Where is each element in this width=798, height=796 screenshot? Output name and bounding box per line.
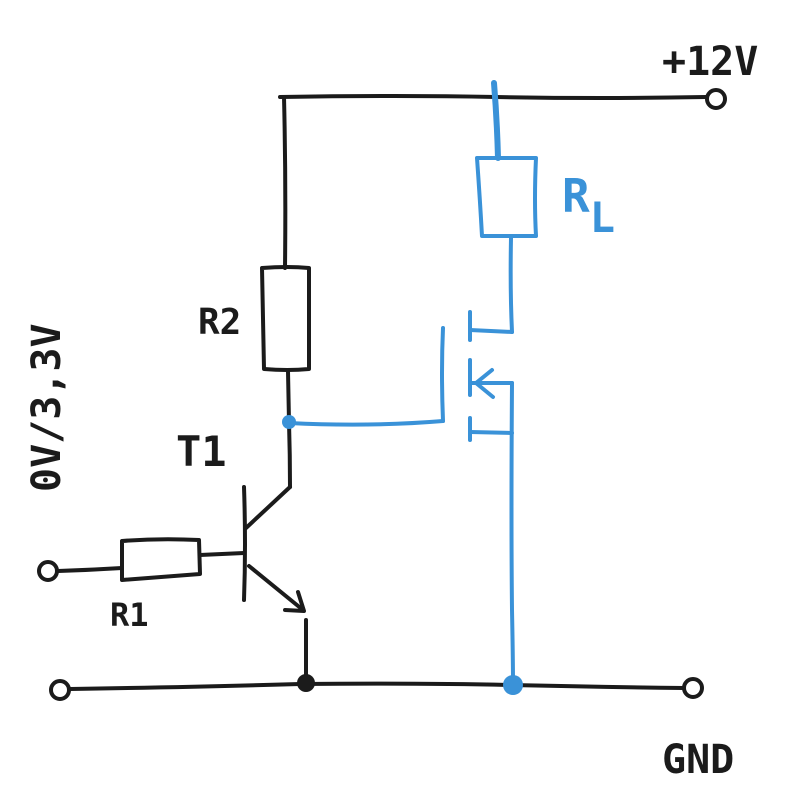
source-ground-node	[503, 675, 523, 695]
rl-label: RL	[562, 169, 615, 242]
mosfet-gate-plate	[440, 326, 445, 423]
r1-to-base-wire	[198, 551, 246, 557]
r2-to-node-wire	[286, 369, 291, 424]
t1-emitter	[247, 564, 305, 612]
ground-terminal-right	[682, 677, 704, 699]
mosfet-source-lead	[468, 430, 514, 435]
r2-label: R2	[198, 302, 241, 343]
source-wire	[509, 381, 515, 686]
mosfet-body-arrow	[474, 368, 495, 399]
input-wire	[56, 566, 124, 573]
t1-base-bar	[242, 485, 247, 602]
input-levels-label: 0V/3,3V	[24, 323, 70, 492]
ground-label: GND	[662, 737, 734, 783]
resistor-r2	[260, 265, 311, 372]
drain-wire	[508, 236, 514, 334]
ground-junction-node	[297, 674, 315, 692]
node-to-collector-wire	[287, 420, 292, 489]
r2-top-wire	[282, 95, 288, 270]
rl-label-subscript: L	[590, 193, 615, 242]
ground-rail	[68, 681, 686, 691]
resistor-rl	[475, 156, 538, 238]
t1-collector	[244, 485, 292, 530]
mosfet-drain-lead	[468, 328, 514, 334]
rl-label-main: R	[562, 169, 590, 223]
rl-to-supply-wire	[491, 80, 501, 161]
r1-label: R1	[110, 596, 149, 634]
supply-label: +12V	[662, 39, 758, 85]
supply-terminal	[705, 88, 727, 110]
gate-wire	[287, 419, 445, 427]
transistor-label: T1	[176, 427, 227, 476]
resistor-r1	[120, 537, 202, 582]
t1-emitter-arrow	[283, 590, 306, 613]
input-terminal	[37, 560, 59, 582]
ground-terminal-left	[49, 679, 71, 701]
